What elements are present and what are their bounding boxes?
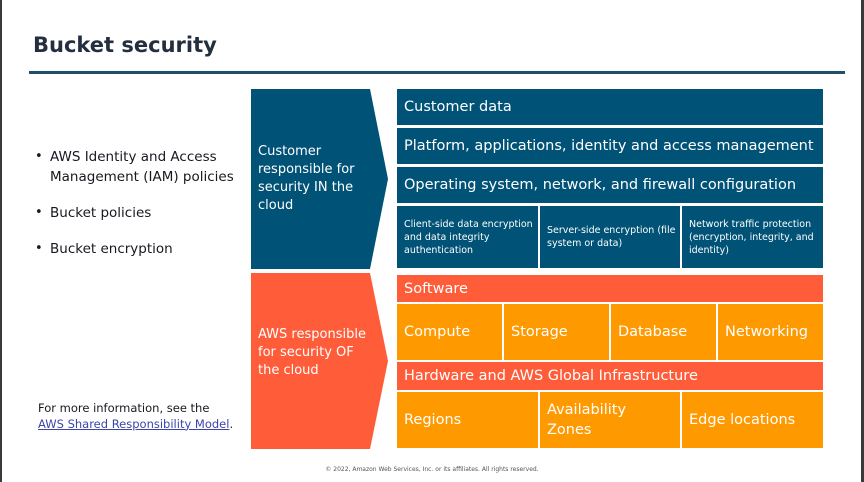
availability-zones-label: Availability Zones bbox=[547, 402, 627, 438]
networking-box: Networking bbox=[718, 304, 823, 360]
customer-arrow-shape bbox=[251, 89, 388, 269]
platform-label: Platform, applications, identity and acc… bbox=[404, 138, 814, 154]
network-traffic-protection-label: Network traffic protection (encryption, … bbox=[689, 218, 814, 256]
more-info-suffix: . bbox=[229, 416, 234, 431]
bullet-item-bucket-policies: • Bucket policies bbox=[33, 203, 243, 223]
customer-data-box: Customer data bbox=[397, 89, 823, 125]
infrastructure-label: Hardware and AWS Global Infrastructure bbox=[404, 368, 698, 384]
network-traffic-protection-box: Network traffic protection (encryption, … bbox=[682, 206, 823, 268]
left-border bbox=[0, 0, 2, 482]
title-divider bbox=[29, 71, 845, 74]
os-network-label: Operating system, network, and firewall … bbox=[404, 177, 797, 193]
infrastructure-box: Hardware and AWS Global Infrastructure bbox=[397, 362, 823, 390]
server-side-encryption-label: Server-side encryption (file system or d… bbox=[547, 225, 676, 249]
more-info-prefix: For more information, see the bbox=[38, 401, 210, 415]
right-border bbox=[861, 0, 864, 482]
networking-label: Networking bbox=[725, 324, 808, 340]
storage-box: Storage bbox=[504, 304, 609, 360]
bullet-icon: • bbox=[35, 149, 43, 164]
edge-locations-box: Edge locations bbox=[682, 392, 823, 448]
edge-locations-label: Edge locations bbox=[689, 412, 796, 428]
copyright-footer: © 2022, Amazon Web Services, Inc. or its… bbox=[325, 466, 539, 473]
bullet-text: Bucket policies bbox=[50, 205, 152, 221]
aws-arrow-label: AWS responsible for security OF the clou… bbox=[258, 327, 366, 378]
software-label: Software bbox=[404, 280, 468, 297]
platform-box: Platform, applications, identity and acc… bbox=[397, 128, 823, 164]
os-network-box: Operating system, network, and firewall … bbox=[397, 167, 823, 203]
bullet-item-bucket-encryption: • Bucket encryption bbox=[33, 239, 243, 259]
compute-label: Compute bbox=[404, 324, 471, 340]
customer-arrow-label: Customer responsible for security IN the… bbox=[258, 144, 355, 213]
database-label: Database bbox=[618, 324, 688, 340]
compute-box: Compute bbox=[397, 304, 502, 360]
storage-label: Storage bbox=[511, 324, 568, 340]
bullet-icon: • bbox=[35, 205, 43, 220]
client-side-encryption-label: Client-side data encryption and data int… bbox=[404, 218, 533, 256]
more-info-note: For more information, see the AWS Shared… bbox=[38, 401, 233, 432]
availability-zones-box: Availability Zones bbox=[540, 392, 680, 448]
bullet-text: AWS Identity and Access Management (IAM)… bbox=[50, 149, 234, 185]
regions-box: Regions bbox=[397, 392, 538, 448]
shared-responsibility-link[interactable]: AWS Shared Responsibility Model bbox=[38, 416, 230, 431]
aws-arrow-shape bbox=[251, 273, 388, 449]
client-side-encryption-box: Client-side data encryption and data int… bbox=[397, 206, 538, 268]
database-box: Database bbox=[611, 304, 716, 360]
software-box: Software bbox=[397, 275, 823, 302]
bullet-text: Bucket encryption bbox=[50, 241, 173, 257]
bullet-icon: • bbox=[35, 241, 43, 256]
page-title: Bucket security bbox=[33, 33, 217, 57]
bullet-item-iam: • AWS Identity and Access Management (IAM… bbox=[33, 147, 243, 187]
customer-data-label: Customer data bbox=[404, 99, 512, 115]
bullet-list: • AWS Identity and Access Management (IAM… bbox=[33, 147, 243, 275]
regions-label: Regions bbox=[404, 412, 462, 428]
server-side-encryption-box: Server-side encryption (file system or d… bbox=[540, 206, 680, 268]
